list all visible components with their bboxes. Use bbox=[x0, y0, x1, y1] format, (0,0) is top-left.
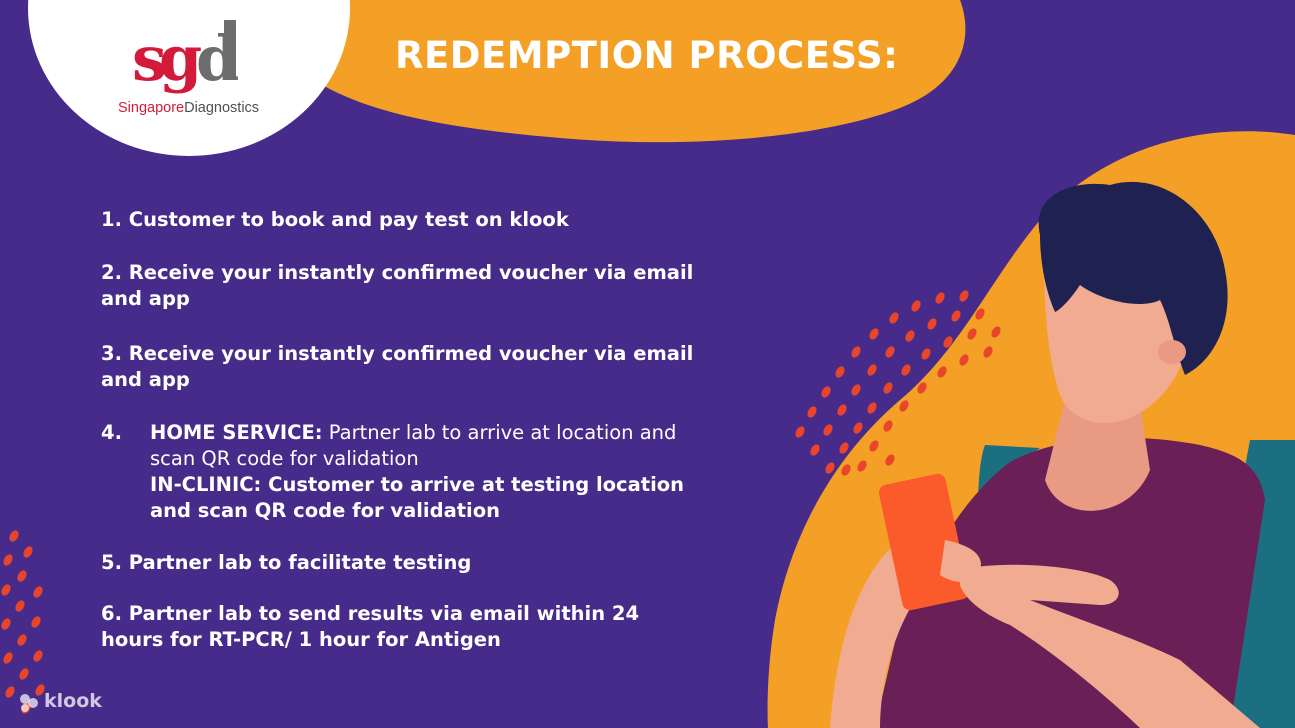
svg-text:sg: sg bbox=[132, 22, 201, 95]
step-2: 2. Receive your instantly confirmed vouc… bbox=[101, 261, 694, 310]
dots-pattern-right bbox=[795, 290, 1001, 476]
home-service-text: Partner lab to arrive at location and sc… bbox=[150, 421, 677, 470]
klook-logo-icon bbox=[20, 694, 38, 712]
in-clinic-label: IN-CLINIC bbox=[150, 473, 254, 496]
klook-watermark: klook bbox=[44, 690, 102, 712]
hand bbox=[960, 564, 1260, 728]
logo-wordmark-diagnostics: Diagnostics bbox=[184, 100, 260, 116]
in-clinic-text: : Customer to arrive at testing location… bbox=[150, 473, 685, 522]
step-4-body: HOME SERVICE: Partner lab to arrive at l… bbox=[150, 420, 720, 524]
logo-wordmark-singapore: Singapore bbox=[118, 100, 185, 116]
dots-pattern-left bbox=[1, 530, 45, 714]
neck bbox=[1045, 400, 1150, 511]
step-1: 1. Customer to book and pay test on kloo… bbox=[101, 208, 569, 231]
hair bbox=[1038, 181, 1228, 375]
thumb bbox=[940, 540, 981, 582]
step-5: 5. Partner lab to facilitate testing bbox=[101, 551, 472, 574]
sgd-logo-mark: sg d bbox=[132, 20, 239, 95]
logo-wordmark: SingaporeDiagnostics bbox=[118, 100, 259, 116]
home-service-label: HOME SERVICE: bbox=[150, 421, 323, 444]
page-title: REDEMPTION PROCESS: bbox=[395, 34, 899, 77]
step-6: 6. Partner lab to send results via email… bbox=[101, 602, 640, 651]
step-3: 3. Receive your instantly confirmed vouc… bbox=[101, 342, 694, 391]
step-4-number: 4. bbox=[101, 421, 122, 444]
ear bbox=[1158, 340, 1186, 364]
title-blob bbox=[300, 0, 966, 143]
